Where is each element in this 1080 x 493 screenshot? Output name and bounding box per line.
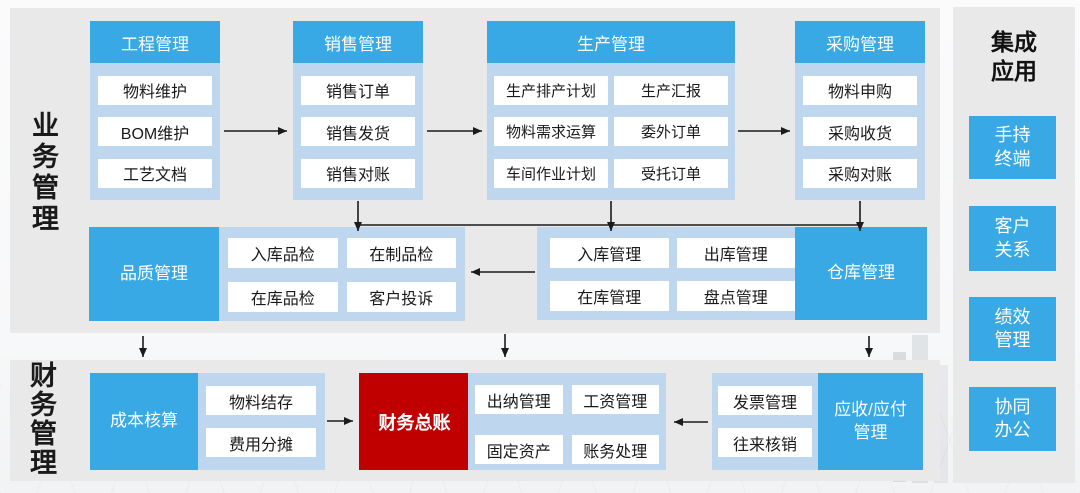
sidebar-item-label-line: 管理 — [994, 330, 1031, 350]
receivable-payable-label-line: 应收/应付 — [834, 399, 907, 419]
sidebar-item-label-line: 协同 — [994, 396, 1031, 417]
column-production: 生产管理 生产排产计划 生产汇报 物料需求运算 委外订单 车间作业计划 受托订单 — [487, 21, 735, 200]
sidebar-item-label-line: 客户 — [994, 216, 1031, 237]
node-outbound-management: 出库管理 — [676, 238, 795, 268]
receivable-payable-items: 发票管理 往来核销 — [718, 373, 812, 470]
node-production-scheduling: 生产排产计划 — [494, 75, 608, 105]
node-stock-inspection: 在库品检 — [228, 282, 338, 312]
warehouse-management-box: 仓库管理 — [795, 227, 927, 320]
ledger-items-group: 出纳管理 工资管理 固定资产 账务处理 — [468, 373, 666, 470]
receivable-payable-group: 发票管理 往来核销 应收/应付 管理 — [712, 373, 923, 470]
node-inprocess-inspection: 在制品检 — [346, 238, 456, 268]
warehouse-group: 入库管理 出库管理 在库管理 盘点管理 仓库管理 — [537, 227, 927, 320]
column-items: 销售订单 销售发货 销售对账 — [293, 63, 423, 200]
quality-items: 入库品检 在制品检 在库品检 客户投诉 — [219, 238, 456, 312]
node-transaction-writeoff: 往来核销 — [718, 428, 812, 457]
quality-management-box: 品质管理 — [89, 227, 219, 321]
node-cashier-management: 出纳管理 — [475, 385, 563, 414]
cost-accounting-box: 成本核算 — [90, 373, 198, 470]
sidebar-item-label-line: 关系 — [994, 239, 1031, 260]
node-stocktaking-management: 盘点管理 — [676, 281, 795, 311]
receivable-payable-box: 应收/应付 管理 — [818, 373, 923, 470]
node-fixed-assets: 固定资产 — [475, 435, 563, 464]
sidebar-item-label-line: 终端 — [994, 148, 1031, 169]
integration-apps-title-line: 应用 — [991, 57, 1037, 84]
node-material-balance: 物料结存 — [206, 386, 316, 415]
sidebar-item-handheld-terminal: 手持 终端 — [969, 116, 1056, 179]
sidebar-item-performance-management: 绩效 管理 — [969, 297, 1056, 361]
node-bom-maintenance: BOM维护 — [98, 117, 212, 146]
column-header-sales: 销售管理 — [293, 21, 423, 63]
node-inbound-management: 入库管理 — [550, 238, 669, 268]
section-label-finance: 财务管理 — [26, 361, 56, 477]
column-header-production: 生产管理 — [487, 21, 735, 63]
sidebar-item-label-line: 绩效 — [994, 306, 1031, 327]
node-stock-management: 在库管理 — [550, 281, 669, 311]
node-process-document: 工艺文档 — [98, 158, 212, 188]
quality-group: 品质管理 入库品检 在制品检 在库品检 客户投诉 — [89, 227, 465, 321]
node-material-maintenance: 物料维护 — [98, 75, 212, 105]
section-label-business: 业务管理 — [28, 111, 58, 235]
general-ledger-box: 财务总账 — [359, 373, 470, 470]
node-customer-complaint: 客户投诉 — [346, 282, 456, 312]
node-accounting-processing: 账务处理 — [571, 435, 659, 464]
node-payroll-management: 工资管理 — [571, 385, 659, 414]
column-engineering: 工程管理 物料维护 BOM维护 工艺文档 — [90, 21, 220, 200]
node-incoming-inspection: 入库品检 — [228, 238, 338, 268]
sidebar-item-customer-relations: 客户 关系 — [969, 206, 1056, 271]
ledger-items: 出纳管理 工资管理 固定资产 账务处理 — [475, 385, 659, 464]
column-sales: 销售管理 销售订单 销售发货 销售对账 — [293, 21, 423, 200]
node-invoice-management: 发票管理 — [718, 386, 812, 415]
sidebar-item-label-line: 手持 — [994, 125, 1031, 146]
integration-apps-title-line: 集成 — [991, 29, 1037, 55]
column-items: 物料维护 BOM维护 工艺文档 — [90, 63, 220, 200]
node-sales-reconciliation: 销售对账 — [301, 158, 415, 188]
column-header-engineering: 工程管理 — [90, 21, 220, 63]
column-items: 物料申购 采购收货 采购对账 — [795, 63, 925, 200]
receivable-payable-label-line: 管理 — [853, 422, 888, 442]
cost-items: 物料结存 费用分摊 — [206, 373, 316, 470]
node-workshop-plan: 车间作业计划 — [494, 158, 608, 188]
warehouse-items: 入库管理 出库管理 在库管理 盘点管理 — [550, 238, 795, 311]
sidebar-item-collaborative-office: 协同 办公 — [969, 387, 1056, 451]
column-items: 生产排产计划 生产汇报 物料需求运算 委外订单 车间作业计划 受托订单 — [487, 63, 735, 200]
node-mrp-calculation: 物料需求运算 — [494, 117, 608, 146]
node-consignment-order: 受托订单 — [614, 158, 728, 188]
node-purchase-reconciliation: 采购对账 — [803, 158, 917, 188]
column-header-procurement: 采购管理 — [795, 21, 925, 63]
node-purchase-receiving: 采购收货 — [803, 117, 917, 146]
node-sales-delivery: 销售发货 — [301, 117, 415, 146]
node-sales-order: 销售订单 — [301, 75, 415, 105]
cost-group: 成本核算 物料结存 费用分摊 — [90, 373, 325, 470]
sidebar-item-label-line: 办公 — [994, 420, 1031, 440]
column-procurement: 采购管理 物料申购 采购收货 采购对账 — [795, 21, 925, 200]
integration-apps-title: 集成 应用 — [953, 28, 1075, 86]
node-expense-allocation: 费用分摊 — [206, 428, 316, 457]
node-production-report: 生产汇报 — [614, 75, 728, 105]
node-outsourcing-order: 委外订单 — [614, 117, 728, 146]
node-material-requisition: 物料申购 — [803, 75, 917, 105]
